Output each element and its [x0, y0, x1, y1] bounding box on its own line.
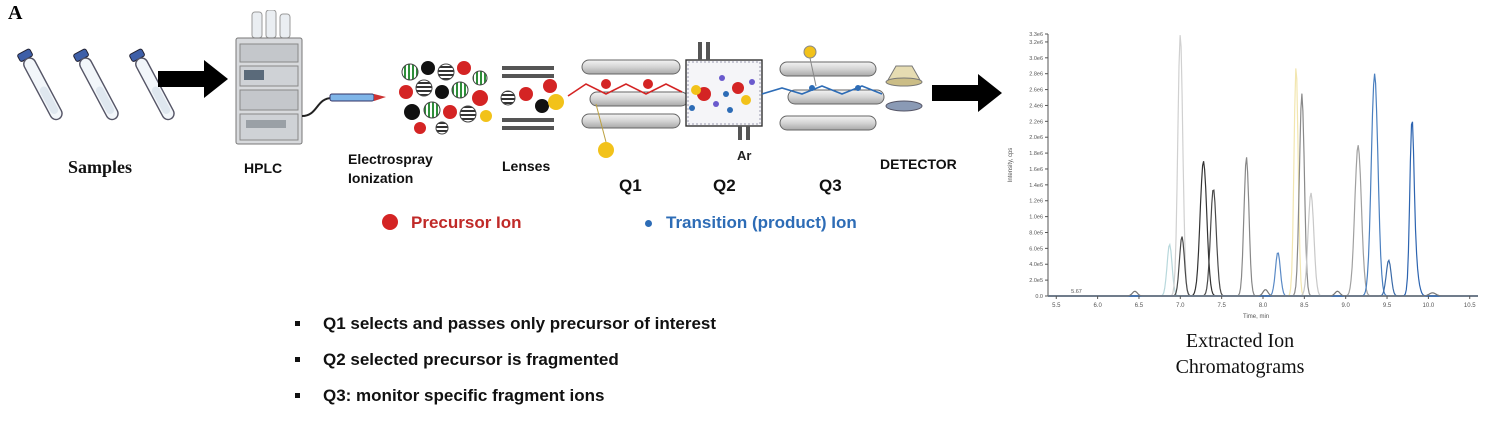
transfer-line-icon — [301, 93, 386, 117]
y-tick-label: 2.2e6 — [1029, 119, 1043, 125]
hplc-label: HPLC — [244, 160, 283, 176]
arrow-right-icon — [932, 74, 1002, 112]
chromatogram-trace — [1048, 157, 1478, 297]
chart-traces — [1048, 35, 1478, 297]
lenses-icon — [500, 66, 564, 130]
chromatogram-trace — [1048, 68, 1478, 297]
chromatogram-trace — [1048, 258, 1478, 297]
bullet-item: Q1 selects and passes only precursor of … — [295, 306, 716, 342]
q1-label: Q1 — [619, 176, 642, 195]
chromatogram-trace — [1048, 242, 1478, 297]
lenses-label: Lenses — [502, 158, 551, 174]
x-tick-label: 7.5 — [1217, 303, 1226, 309]
bullet-square — [295, 393, 300, 398]
x-tick-label: 7.0 — [1176, 303, 1185, 309]
precursor-ion-label: Precursor Ion — [411, 213, 522, 232]
hplc-instrument-icon — [235, 10, 303, 145]
xic-title-line1: Extracted Ion — [1185, 330, 1295, 352]
x-tick-label: 8.5 — [1300, 303, 1309, 309]
y-tick-label: 2.0e5 — [1029, 278, 1043, 284]
product-ion-label: Transition (product) Ion — [666, 213, 857, 232]
arrow-right-icon — [158, 60, 228, 98]
bullet-text: Q3: monitor specific fragment ions — [323, 386, 605, 405]
detector-icon — [885, 65, 923, 112]
y-tick-label: 6.0e5 — [1029, 246, 1043, 252]
quadrupole-assembly-icon — [567, 42, 885, 158]
y-tick-label: 1.6e6 — [1029, 167, 1043, 173]
product-ion-marker — [645, 220, 652, 227]
argon-label: Ar — [737, 148, 752, 163]
chromatogram-trace — [1048, 73, 1478, 297]
bullet-square — [295, 357, 300, 362]
samples-label: Samples — [68, 157, 133, 177]
vial-icon — [73, 48, 119, 121]
x-tick-label: 10.5 — [1464, 303, 1476, 309]
chromatogram-trace — [1048, 93, 1478, 297]
xic-title-line2: Chromatograms — [1175, 356, 1305, 378]
x-tick-label: 6.5 — [1135, 303, 1144, 309]
chromatogram-chart: 5.5 6.0 6.5 7.0 7.5 8.0 8.5 9.0 9.5 10.0 10.5 0.0 2.… — [1008, 32, 1478, 320]
detector-label: DETECTOR — [880, 156, 957, 172]
vial-icon — [129, 48, 175, 121]
chromatogram-trace — [1048, 161, 1478, 297]
y-tick-label: 2.4e6 — [1029, 103, 1043, 109]
y-tick-label: 1.2e6 — [1029, 199, 1043, 205]
x-tick-label: 10.0 — [1423, 303, 1435, 309]
y-tick-label: 3.2e6 — [1029, 40, 1043, 46]
bullet-square — [295, 321, 300, 326]
esi-label-line1: Electrospray — [348, 151, 433, 167]
electrospray-droplets-icon — [399, 61, 492, 135]
chromatogram-trace — [1048, 121, 1478, 297]
bullet-text: Q2 selected precursor is fragmented — [323, 350, 619, 369]
x-axis-label: Time, min — [1243, 314, 1269, 320]
y-tick-label: 3.3e6 — [1029, 32, 1043, 38]
y-tick-label: 0.0 — [1035, 294, 1043, 300]
chromatogram-trace — [1048, 289, 1478, 297]
y-tick-label: 1.0e6 — [1029, 215, 1043, 221]
chart-ticks: 5.5 6.0 6.5 7.0 7.5 8.0 8.5 9.0 9.5 10.0 10.5 0.0 2.… — [1008, 32, 1476, 320]
xic-title: Extracted Ion Chromatograms — [1140, 328, 1340, 380]
x-tick-label: 5.5 — [1052, 303, 1061, 309]
chart-annotation: 5.67 — [1071, 289, 1082, 295]
y-axis-label: Intensity, cps — [1008, 148, 1014, 183]
y-tick-label: 2.6e6 — [1029, 88, 1043, 94]
x-tick-label: 8.0 — [1259, 303, 1268, 309]
description-bullets: Q1 selects and passes only precursor of … — [295, 306, 716, 414]
esi-label-line2: Ionization — [348, 170, 414, 186]
chromatogram-trace — [1048, 192, 1478, 297]
y-tick-label: 8.0e5 — [1029, 230, 1043, 236]
vial-icon — [17, 48, 63, 121]
y-tick-label: 2.0e6 — [1029, 135, 1043, 141]
q2-label: Q2 — [713, 176, 736, 195]
y-tick-label: 2.8e6 — [1029, 72, 1043, 78]
q3-label: Q3 — [819, 176, 842, 195]
y-tick-label: 1.4e6 — [1029, 183, 1043, 189]
precursor-ion-marker — [382, 214, 398, 230]
x-tick-label: 9.5 — [1383, 303, 1392, 309]
bullet-text: Q1 selects and passes only precursor of … — [323, 314, 717, 333]
y-tick-label: 1.8e6 — [1029, 151, 1043, 157]
panel-letter: A — [8, 2, 23, 24]
sample-vials-icon — [17, 48, 175, 121]
bullet-item: Q3: monitor specific fragment ions — [295, 378, 716, 414]
y-tick-label: 4.0e5 — [1029, 262, 1043, 268]
bullet-item: Q2 selected precursor is fragmented — [295, 342, 716, 378]
x-tick-label: 6.0 — [1093, 303, 1102, 309]
esi-label: Electrospray Ionization — [348, 150, 433, 188]
y-tick-label: 3.0e6 — [1029, 56, 1043, 62]
chromatogram-trace — [1048, 252, 1478, 297]
chromatogram-trace — [1048, 189, 1478, 297]
x-tick-label: 9.0 — [1342, 303, 1351, 309]
